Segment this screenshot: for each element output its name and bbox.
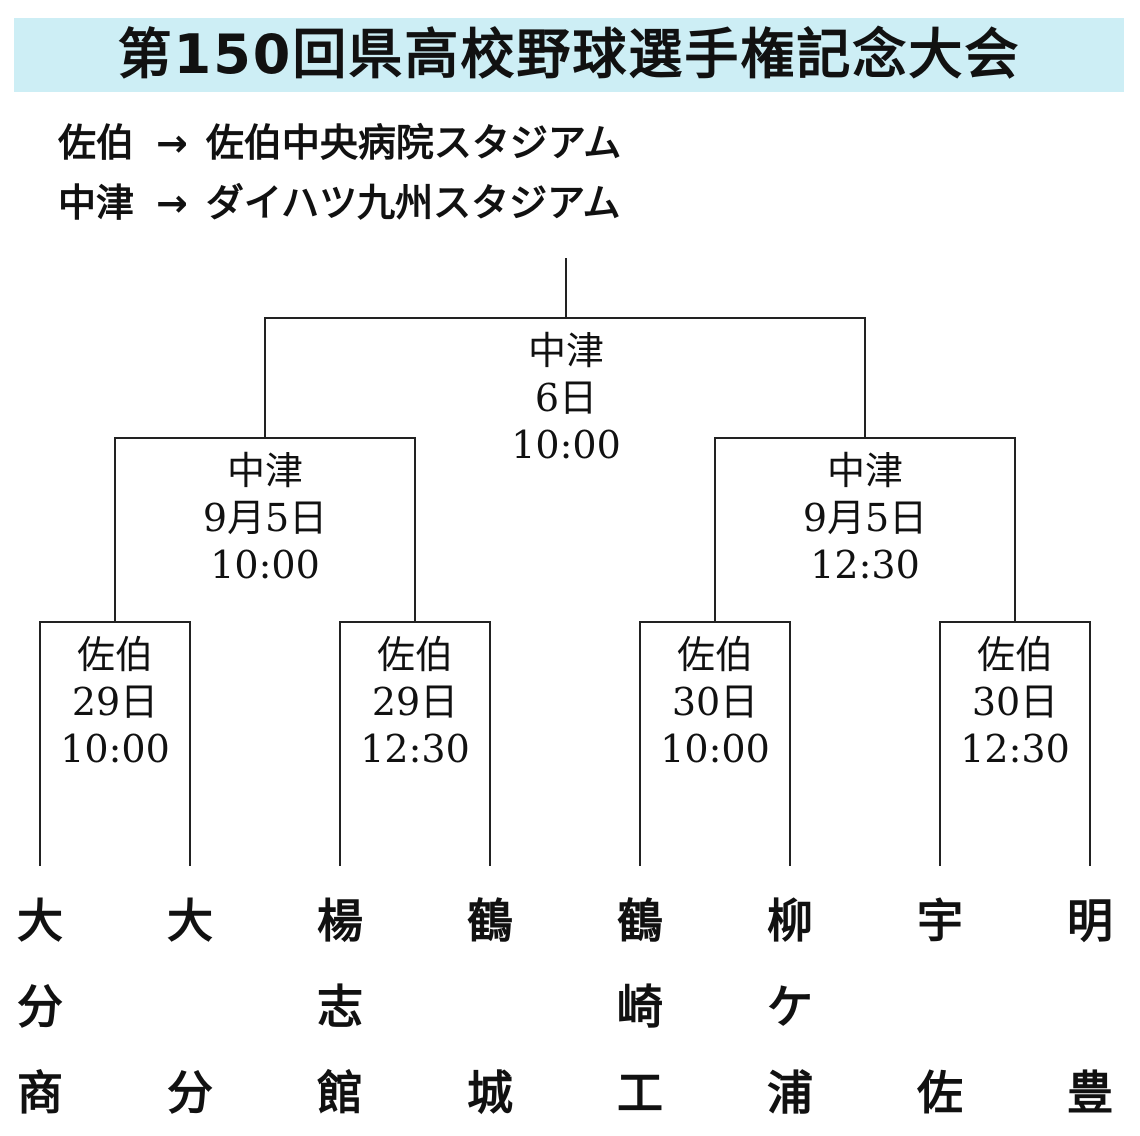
match-round1-3: 佐伯 30日 10:00 — [615, 632, 815, 773]
match-date: 29日 — [71, 680, 159, 724]
venue-legend-nakatsu: 中津 → ダイハツ九州スタジアム — [58, 172, 620, 227]
match-date: 6日 — [534, 376, 598, 420]
bracket-line — [264, 317, 866, 438]
match-date: 9月5日 — [802, 496, 928, 540]
team-name: 鶴崎工 — [617, 894, 663, 1120]
team-name: 宇佐 — [917, 894, 963, 1120]
match-round1-1: 佐伯 29日 10:00 — [15, 632, 215, 773]
venue-full: ダイハツ九州スタジアム — [205, 181, 621, 225]
match-date: 30日 — [971, 680, 1059, 724]
arrow-icon: → — [156, 121, 188, 165]
match-time: 10:00 — [660, 727, 770, 771]
match-time: 10:00 — [60, 727, 170, 771]
team-name: 柳ケ浦 — [767, 894, 813, 1120]
title-banner: 第150回県高校野球選手権記念大会 — [14, 18, 1124, 92]
page-title: 第150回県高校野球選手権記念大会 — [117, 23, 1021, 86]
bracket-line — [39, 621, 191, 866]
tournament-bracket — [39, 258, 1091, 866]
match-time: 12:30 — [810, 543, 920, 587]
arrow-icon: → — [156, 181, 188, 225]
venue-short: 佐伯 — [58, 121, 135, 165]
match-time: 10:00 — [511, 423, 621, 467]
match-venue: 中津 — [226, 449, 303, 493]
bracket-line — [339, 621, 491, 866]
match-venue: 中津 — [527, 329, 604, 373]
venue-short: 中津 — [58, 181, 135, 225]
match-venue: 佐伯 — [976, 633, 1053, 677]
match-venue: 佐伯 — [676, 633, 753, 677]
match-time: 10:00 — [210, 543, 320, 587]
match-round1-2: 佐伯 29日 12:30 — [315, 632, 515, 773]
match-date: 9月5日 — [202, 496, 328, 540]
bracket-line — [939, 621, 1091, 866]
bracket-line — [714, 437, 1016, 622]
match-time: 12:30 — [360, 727, 470, 771]
team-name: 楊志館 — [317, 894, 363, 1120]
match-venue: 佐伯 — [376, 633, 453, 677]
match-venue: 佐伯 — [76, 633, 153, 677]
venue-full: 佐伯中央病院スタジアム — [205, 121, 622, 165]
team-name: 大分商 — [17, 894, 63, 1120]
venue-legend-saiki: 佐伯 → 佐伯中央病院スタジアム — [58, 112, 621, 167]
match-venue: 中津 — [826, 449, 903, 493]
team-name: 明豊 — [1067, 894, 1113, 1120]
match-semifinal-1: 中津 9月5日 10:00 — [165, 448, 365, 589]
match-date: 30日 — [671, 680, 759, 724]
bracket-line — [114, 437, 416, 622]
match-semifinal-2: 中津 9月5日 12:30 — [765, 448, 965, 589]
team-name: 鶴城 — [467, 894, 513, 1120]
match-final: 中津 6日 10:00 — [466, 328, 666, 469]
match-time: 12:30 — [960, 727, 1070, 771]
match-round1-4: 佐伯 30日 12:30 — [915, 632, 1115, 773]
team-name: 大分 — [167, 894, 213, 1120]
bracket-line — [639, 621, 791, 866]
match-date: 29日 — [371, 680, 459, 724]
